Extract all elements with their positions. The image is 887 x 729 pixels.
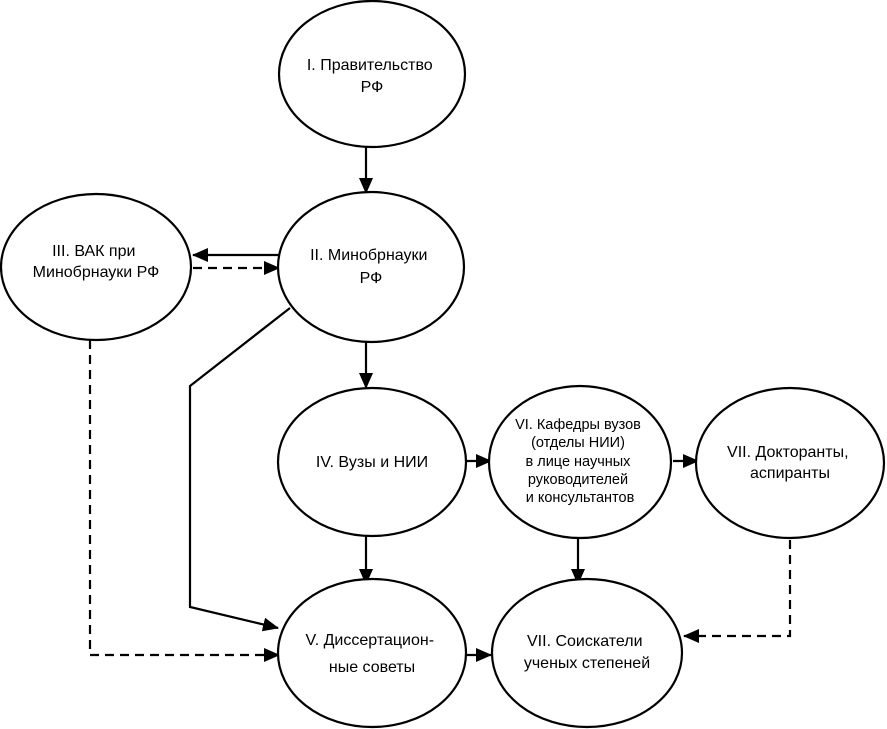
node-departments-label: VI. Кафедры вузов (отделы НИИ) в лице на… xyxy=(515,417,645,506)
edge-doctoral-to-applicants xyxy=(683,540,792,643)
node-departments-line-5: и консультантов xyxy=(526,490,635,506)
node-doctoral-line-2: аспиранты xyxy=(750,465,830,482)
node-universities-label: IV. Вузы и НИИ xyxy=(316,454,428,471)
node-government-line-1: I. Правительство xyxy=(307,57,433,74)
node-vak-label: III. ВАК при Минобрнауки РФ xyxy=(33,243,160,281)
node-doctoral: VII. Докторанты, аспиранты xyxy=(694,386,886,540)
node-doctoral-label: VII. Докторанты, аспиранты xyxy=(727,444,853,482)
node-departments-line-1: VI. Кафедры вузов xyxy=(515,417,641,433)
node-vak: III. ВАК при Минобрнауки РФ xyxy=(0,192,193,342)
node-ministry-label: II. Минобрнауки РФ xyxy=(310,247,432,287)
node-councils-label: V. Диссертацион- ные советы xyxy=(306,632,439,676)
node-councils-line-2: ные советы xyxy=(329,659,415,676)
node-applicants-label: VII. Соискатели ученых степеней xyxy=(524,633,650,672)
node-government-line-2: РФ xyxy=(361,79,384,96)
node-government: I. Правительство РФ xyxy=(277,0,467,149)
node-vak-line-2: Минобрнауки РФ xyxy=(33,264,160,281)
node-vak-line-1: III. ВАК при xyxy=(52,243,135,260)
node-applicants-line-2: ученых степеней xyxy=(524,655,650,672)
node-applicants-line-1: VII. Соискатели xyxy=(527,633,643,650)
node-government-label: I. Правительство РФ xyxy=(307,57,437,96)
node-councils: V. Диссертацион- ные советы xyxy=(276,577,468,729)
node-applicants: VII. Соискатели ученых степеней xyxy=(490,577,684,729)
edge-ministry-to-councils xyxy=(188,307,291,632)
node-universities-line-1: IV. Вузы и НИИ xyxy=(316,454,428,471)
edges xyxy=(88,147,792,662)
edge-vak-to-councils xyxy=(88,340,280,662)
node-doctoral-line-1: VII. Докторанты, xyxy=(727,444,849,461)
node-departments: VI. Кафедры вузов (отделы НИИ) в лице на… xyxy=(487,384,673,540)
node-ministry-line-1: II. Минобрнауки xyxy=(310,247,427,264)
node-ministry-line-2: РФ xyxy=(360,270,383,287)
node-departments-line-2: (отделы НИИ) xyxy=(531,435,625,451)
node-departments-line-3: в лице научных xyxy=(526,454,632,470)
node-councils-line-1: V. Диссертацион- xyxy=(306,632,435,649)
node-universities: IV. Вузы и НИИ xyxy=(276,386,468,538)
node-departments-line-4: руководителей xyxy=(528,472,628,488)
node-ministry: II. Минобрнауки РФ xyxy=(276,190,466,344)
